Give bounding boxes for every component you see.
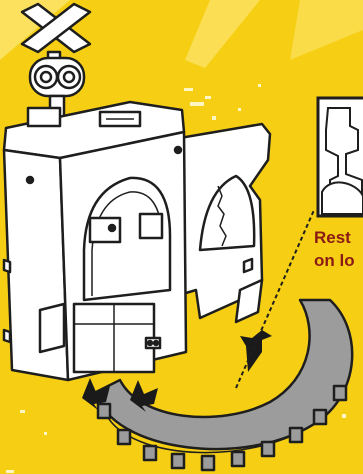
tower-piece [4, 102, 186, 380]
callout-line-1: Rest [314, 226, 363, 249]
callout-caption: Rest on lo [314, 226, 363, 272]
callout-line-2: on lo [314, 249, 363, 272]
